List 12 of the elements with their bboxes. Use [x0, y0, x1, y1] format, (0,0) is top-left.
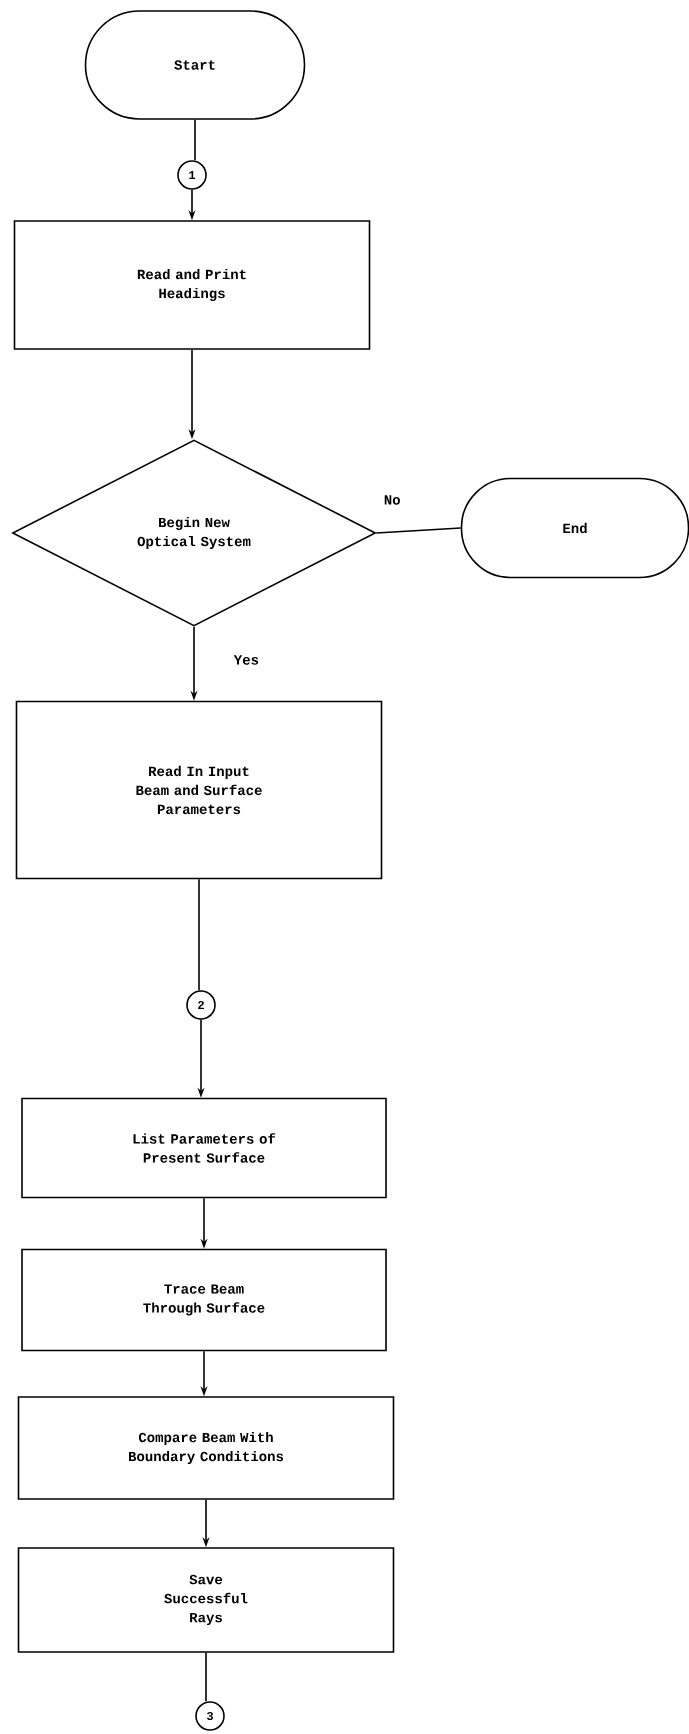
process-box: Compare Beam With Boundary Conditions — [17, 1396, 395, 1500]
edge-label: Yes — [232, 654, 260, 666]
edge-label: No — [382, 494, 402, 506]
process-box: Trace Beam Through Surface — [21, 1248, 387, 1352]
process-box: List Parameters of Present Surface — [21, 1097, 387, 1199]
connector-line — [205, 1652, 207, 1702]
process-box: Read In Input Beam and Surface Parameters — [15, 700, 383, 880]
process-box: Read and Print Headings — [13, 220, 371, 350]
process-box: Save Successful Rays — [17, 1547, 395, 1653]
connector-line — [198, 878, 200, 991]
connector-line — [375, 527, 462, 534]
connector-line — [194, 119, 196, 161]
